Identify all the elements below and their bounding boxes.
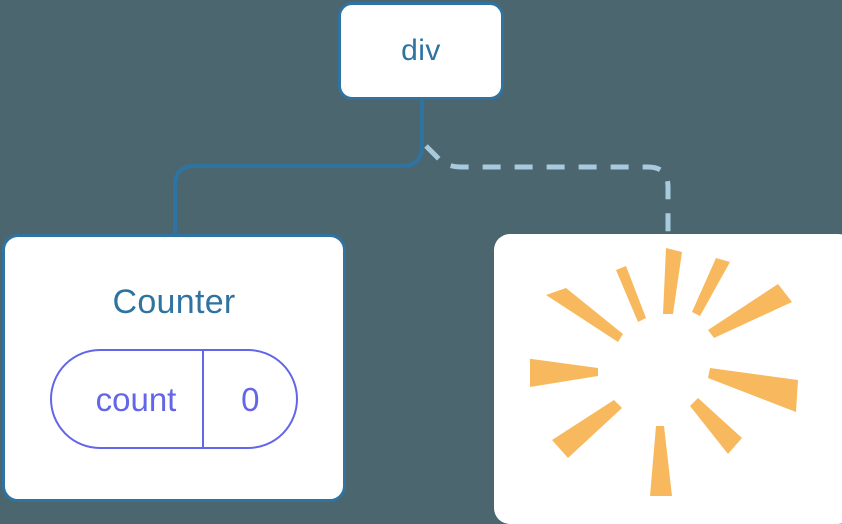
node-counter[interactable]: Counter count 0	[2, 234, 346, 502]
sparkle-ray	[546, 288, 623, 342]
edge-div-to-sparkle	[424, 144, 671, 238]
sparkle-ray	[690, 398, 742, 454]
sparkle-ray	[552, 400, 622, 458]
state-key-label: count	[95, 380, 177, 418]
sparkle-ray	[708, 284, 792, 338]
sparkle-ray	[692, 258, 730, 316]
sparkle-ray	[708, 368, 798, 412]
node-div-label: div	[401, 34, 441, 67]
sparkle-burst-icon	[530, 248, 798, 496]
sparkle-ray	[663, 248, 682, 314]
state-badge-count[interactable]: count 0	[49, 349, 299, 449]
sparkle-ray	[530, 358, 598, 388]
edge-div-to-counter	[173, 98, 424, 238]
sparkle-ray	[650, 426, 672, 496]
sparkle-ray	[616, 266, 646, 322]
node-div[interactable]: div	[338, 2, 504, 100]
node-counter-label: Counter	[112, 283, 236, 321]
state-value-label: 0	[202, 351, 296, 447]
node-sparkle[interactable]	[494, 234, 842, 524]
